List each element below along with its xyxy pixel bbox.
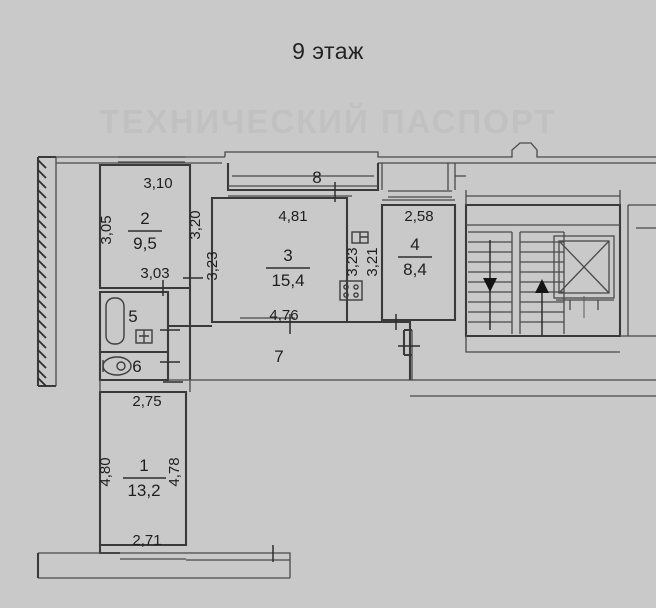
staircase-up	[519, 231, 565, 336]
room-3-label: 3 15,4	[266, 246, 310, 290]
room-8-number: 8	[312, 168, 321, 187]
dim-room3-left: 3,23	[204, 251, 221, 280]
stairwell-block	[464, 190, 656, 353]
room-4-label: 4 8,4	[398, 235, 432, 279]
dim-room2-bottom: 3,03	[140, 265, 169, 282]
room-8-balcony	[226, 163, 380, 192]
room-7-corridor-outline	[168, 288, 412, 381]
left-hatched-wall	[36, 155, 57, 388]
dim-room2-top: 3,10	[143, 175, 172, 192]
room-6-wc-outline	[98, 352, 170, 382]
elevator-shaft	[553, 235, 615, 318]
dim-room1-right: 4,78	[166, 457, 183, 486]
dim-room4-top: 2,58	[404, 208, 433, 225]
room-6-number: 6	[132, 357, 141, 376]
dim-room4-right: 3,21	[364, 247, 381, 276]
building-lower-band	[99, 328, 656, 397]
room-4-number: 4	[410, 235, 419, 254]
dimension-ticks	[160, 182, 397, 562]
dim-room1-left: 4,80	[97, 457, 114, 486]
room-1-area: 13,2	[127, 481, 160, 500]
room-1-label: 1 13,2	[123, 456, 166, 500]
building-outline	[56, 142, 656, 164]
staircase-down	[468, 231, 513, 334]
dim-room1-top: 2,75	[132, 393, 161, 410]
room-2-label: 2 9,5	[128, 209, 162, 253]
room-5-number: 5	[128, 307, 137, 326]
dim-room3-top: 4,81	[278, 208, 307, 225]
room-2-number: 2	[140, 209, 149, 228]
room-7-number: 7	[274, 347, 283, 366]
room-4-area: 8,4	[403, 260, 427, 279]
dim-room1-bottom: 2,71	[132, 532, 161, 549]
room-4-outline	[339, 190, 457, 322]
room-2-area: 9,5	[133, 234, 157, 253]
dim-room2-right: 3,20	[187, 210, 204, 239]
room-3-area: 15,4	[271, 271, 304, 290]
dim-room3-bottom: 4,76	[269, 307, 298, 324]
upper-right-walls	[381, 163, 466, 190]
page-title: 9 этаж	[292, 38, 364, 64]
dim-room3-right: 3,23	[344, 247, 361, 276]
room-1-outline	[36, 390, 291, 579]
dim-room2-left: 3,05	[98, 215, 115, 244]
room-3-number: 3	[283, 246, 292, 265]
room-1-number: 1	[139, 456, 148, 475]
